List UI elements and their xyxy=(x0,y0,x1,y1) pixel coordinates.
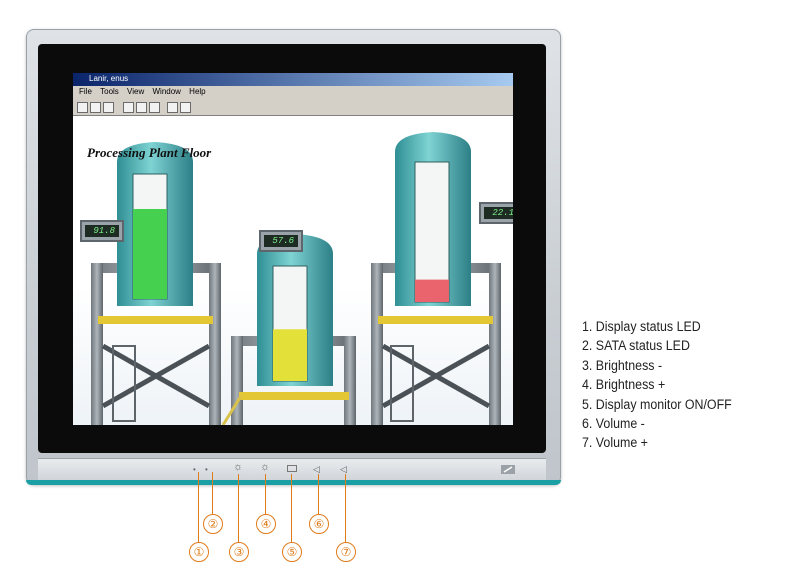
leader-line-1 xyxy=(198,472,199,542)
tank-level-left xyxy=(133,209,167,299)
leader-line-2 xyxy=(212,472,213,514)
leader-line-7 xyxy=(345,474,346,542)
menu-window[interactable]: Window xyxy=(152,87,181,96)
leader-line-3 xyxy=(238,474,239,542)
callout-7: ⑦ xyxy=(336,542,356,562)
menu-tools[interactable]: Tools xyxy=(100,87,119,96)
brand-logo-icon xyxy=(501,465,515,474)
legend-item-5: 5. Display monitor ON/OFF xyxy=(582,396,732,412)
readout-middle: 57.6 xyxy=(259,230,303,252)
controls-legend: 1. Display status LED 2. SATA status LED… xyxy=(582,317,745,453)
legend-item-7: 7. Volume + xyxy=(582,435,648,451)
open-folder-icon[interactable] xyxy=(90,102,101,113)
legend-item-4: 4. Brightness + xyxy=(582,377,666,393)
display-power-icon[interactable] xyxy=(287,465,297,472)
menu-view[interactable]: View xyxy=(127,87,145,96)
callout-5: ⑤ xyxy=(282,542,302,562)
callout-3: ③ xyxy=(229,542,249,562)
tank-level-right xyxy=(415,279,449,302)
plant-floor-title: Processing Plant Floor xyxy=(87,145,212,160)
tank-structure-left xyxy=(91,142,221,425)
readout-right: 22.1 xyxy=(479,202,513,224)
volume-up-icon[interactable]: ◁ xyxy=(340,464,347,474)
menu-file[interactable]: File xyxy=(79,87,92,96)
readout-middle-value: 57.6 xyxy=(264,235,298,247)
legend-item-1: 1. Display status LED xyxy=(582,319,701,334)
legend-item-6: 6. Volume - xyxy=(582,415,645,431)
paste-icon[interactable] xyxy=(149,102,160,113)
app-menu-bar: File Tools View Window Help xyxy=(73,86,513,99)
callout-1: ① xyxy=(189,542,209,562)
app-window-title: Lanir, enus xyxy=(89,74,129,83)
tank-structure-right xyxy=(371,132,501,425)
sata-status-led: • xyxy=(205,465,208,474)
app-toolbar xyxy=(73,99,513,116)
brightness-up-icon[interactable]: ☼ xyxy=(260,461,271,473)
copy-icon[interactable] xyxy=(136,102,147,113)
callout-4: ④ xyxy=(256,514,276,534)
plant-canvas: Processing Plant Floor 91.8 57.6 22.1 xyxy=(73,116,513,425)
leader-line-4 xyxy=(265,474,266,514)
callout-2: ② xyxy=(203,514,223,534)
help-icon[interactable] xyxy=(180,102,191,113)
readout-right-value: 22.1 xyxy=(484,207,513,219)
display-status-led: • xyxy=(193,465,196,474)
app-title-bar: Lanir, enus xyxy=(73,73,513,86)
legend-item-3: 3. Brightness - xyxy=(582,357,663,373)
display-screen: Lanir, enus File Tools View Window Help xyxy=(73,73,513,425)
accent-strip xyxy=(26,480,561,485)
readout-left: 91.8 xyxy=(80,220,124,242)
print-icon[interactable] xyxy=(167,102,178,113)
callout-6: ⑥ xyxy=(309,514,329,534)
tank-level-middle xyxy=(273,329,307,381)
brightness-down-icon[interactable]: ☼ xyxy=(233,461,244,473)
volume-down-icon[interactable]: ◁ xyxy=(313,464,320,474)
plant-illustration xyxy=(91,132,501,425)
save-icon[interactable] xyxy=(103,102,114,113)
cut-icon[interactable] xyxy=(123,102,134,113)
front-control-panel xyxy=(38,458,546,481)
legend-item-2: 2. SATA status LED xyxy=(582,338,690,354)
leader-line-6 xyxy=(318,474,319,514)
leader-line-5 xyxy=(291,474,292,542)
tank-structure-middle xyxy=(221,234,356,425)
readout-left-value: 91.8 xyxy=(85,225,119,237)
menu-help[interactable]: Help xyxy=(189,87,206,96)
new-file-icon[interactable] xyxy=(77,102,88,113)
